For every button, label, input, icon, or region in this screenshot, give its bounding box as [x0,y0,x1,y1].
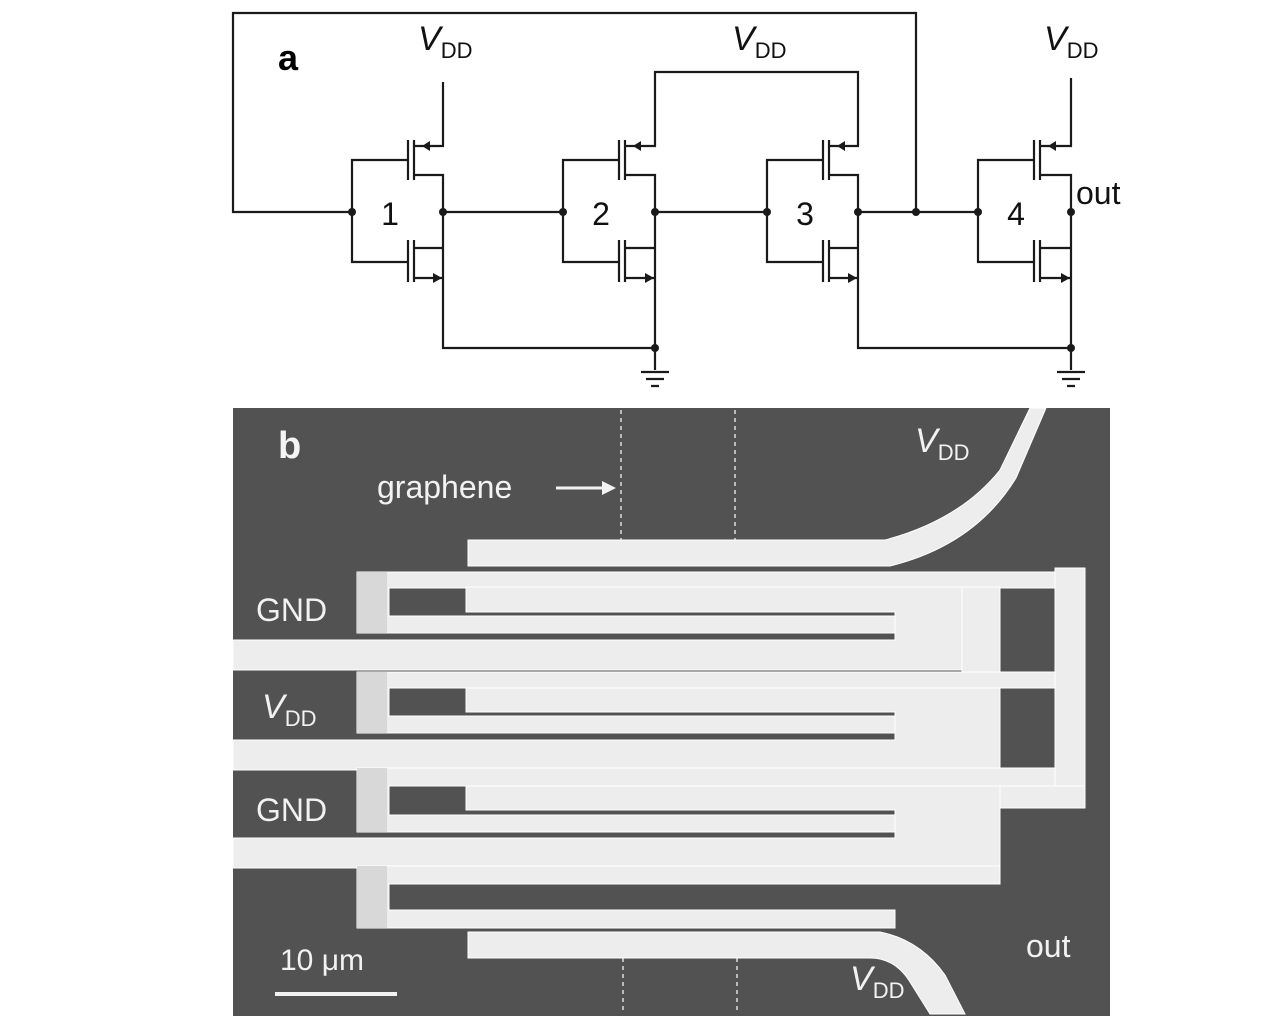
panel-b-micrograph: b graphene VDD GND VDD GND out VDD 10 μm [232,407,1110,1016]
finger-connector-1 [961,586,1001,673]
vdd-label-stage-1: VDD [418,20,472,63]
graphene-arrow [556,481,616,495]
panel-b-letter: b [278,425,301,467]
ground-rail-1-2 [441,285,655,350]
gate-number-3: 3 [796,196,814,232]
panel-a-schematic: a 1 [231,11,1121,388]
scale-bar-label: 10 μm [280,944,364,977]
gate-number-4: 4 [1007,196,1025,232]
gnd-label-2: GND [256,792,327,828]
vdd-frame [356,671,1056,734]
output-finger-2 [232,687,1001,771]
vdd-label-middle: VDD [262,688,316,731]
ground-junction-left [651,344,659,352]
gnd-label-1: GND [256,592,327,628]
ground-junction-right [1067,344,1075,352]
out-label-schematic: out [1076,175,1121,211]
inverter-stage-2: 2 [559,140,659,285]
gnd-pad-2-edge [357,768,387,832]
vdd-label-bottom: VDD [850,960,904,1003]
ground-symbol-right [1057,370,1085,388]
output-bus-vertical [1054,567,1086,809]
scale-bar [275,992,397,996]
vdd-rail-2-3 [653,70,860,140]
output-finger-3 [232,785,1001,869]
bus-link-3 [999,785,1086,809]
ground-rail-3-4 [856,285,1071,350]
feedback-junction [912,208,920,216]
vdd-label-stage-2-3: VDD [732,20,786,63]
panel-a-letter: a [278,37,299,78]
feedback-wire [231,11,918,214]
graphene-label: graphene [377,469,512,505]
vdd-pad-edge [357,672,387,733]
gnd-frame-2 [356,767,1056,833]
ground-symbol-left [641,370,669,388]
vdd-label-top: VDD [915,422,969,465]
vdd-label-stage-4: VDD [1044,20,1098,63]
vdd-lead-bottom [467,931,966,1015]
gate-number-1: 1 [381,196,399,232]
gate-number-2: 2 [592,196,610,232]
vdd-lead-top [467,407,1047,567]
gnd-pad-1-edge [357,572,387,633]
inverter-stage-4: 4 [974,140,1075,285]
inverter-stage-3: 3 [763,140,862,285]
out-label-micrograph: out [1026,928,1071,964]
inverter-stage-1: 1 [348,140,447,285]
gnd-frame-3 [356,865,1001,929]
pad-3-edge [357,866,387,928]
